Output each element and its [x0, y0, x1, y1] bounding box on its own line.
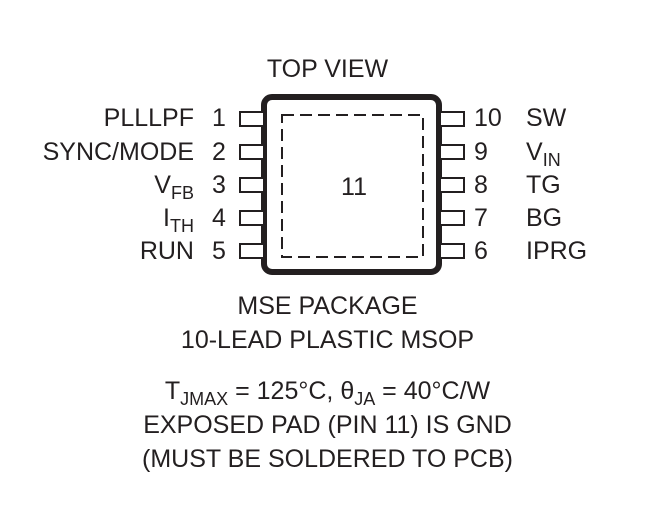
- package-type: 10-LEAD PLASTIC MSOP: [180, 326, 475, 354]
- left-pins: [239, 111, 265, 259]
- pin-3-name: VFB: [154, 171, 194, 203]
- pin-9-number: 9: [474, 138, 488, 166]
- exposed-pad-note: EXPOSED PAD (PIN 11) IS GND: [143, 411, 512, 439]
- pin-8-lead: [439, 177, 465, 193]
- pin-7-number: 7: [474, 204, 488, 232]
- pin-5-name: RUN: [139, 237, 194, 265]
- solder-note: (MUST BE SOLDERED TO PCB): [142, 445, 513, 473]
- pin-2-number: 2: [212, 138, 226, 166]
- package-name: MSE PACKAGE: [237, 292, 418, 320]
- right-pins: [439, 111, 465, 259]
- pin-1-name: PLLLPF: [103, 104, 194, 132]
- diagram-title: TOP VIEW: [266, 55, 389, 83]
- pin-1-number: 1: [212, 104, 226, 132]
- pin-6-lead: [439, 243, 465, 259]
- pin-4-name: ITH: [163, 204, 194, 236]
- pin-2-name: SYNC/MODE: [42, 138, 194, 166]
- pin-8-number: 8: [474, 171, 488, 199]
- pin-6-number: 6: [474, 237, 488, 265]
- pin-4-lead: [239, 210, 265, 226]
- pin-8-name: TG: [526, 171, 561, 199]
- pin-6-name: IPRG: [526, 237, 588, 265]
- thermal-specs: TJMAX = 125°C, θJA = 40°C/W: [164, 377, 491, 409]
- pin-5-lead: [239, 243, 265, 259]
- pin-9-name: VIN: [526, 138, 561, 170]
- pin-7-name: BG: [526, 204, 563, 232]
- pin-3-lead: [239, 177, 265, 193]
- pin-7-lead: [439, 210, 465, 226]
- pin-5-number: 5: [212, 237, 226, 265]
- pin-10-lead: [439, 111, 465, 127]
- exposed-pad-outline: [281, 114, 424, 258]
- pin-9-lead: [439, 144, 465, 160]
- exposed-pad-number: 11: [341, 173, 367, 201]
- pin-1-lead: [239, 111, 265, 127]
- pin-4-number: 4: [212, 204, 226, 232]
- pin-2-lead: [239, 144, 265, 160]
- pin-3-number: 3: [212, 171, 226, 199]
- pin-10-name: SW: [526, 104, 567, 132]
- pin-10-number: 10: [474, 104, 502, 132]
